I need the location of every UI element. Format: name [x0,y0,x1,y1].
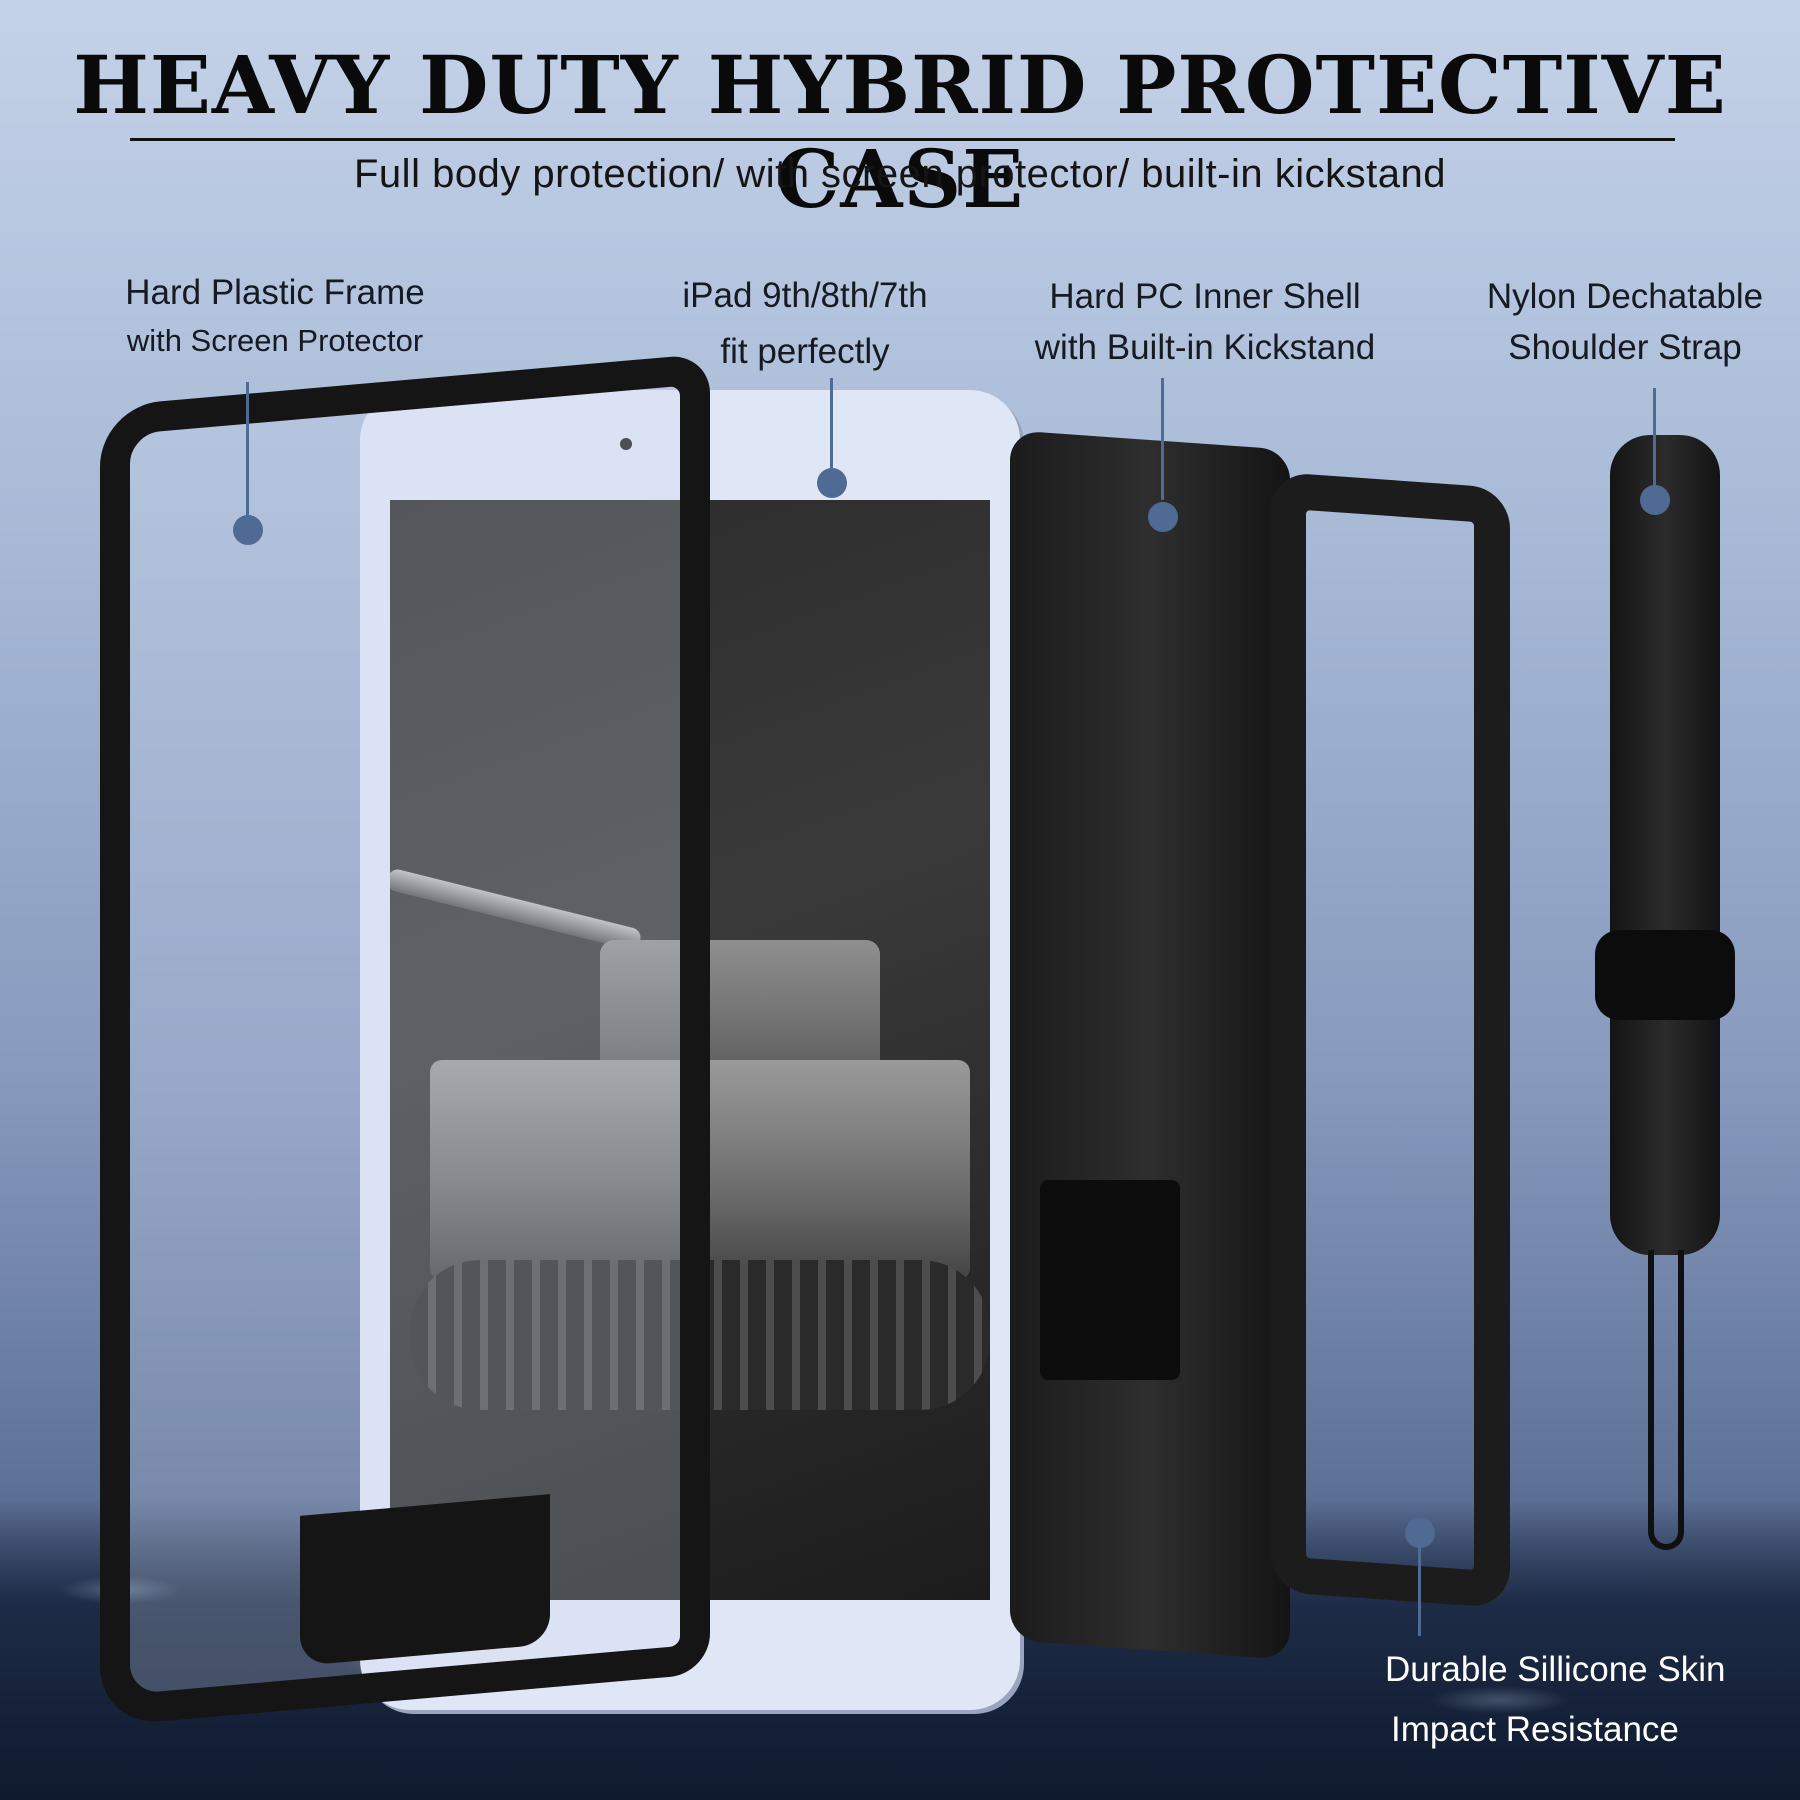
callout-skin-leader [1418,1546,1421,1636]
callout-strap-marker [1640,485,1670,515]
callout-shell: Hard PC Inner Shell with Built-in Kickst… [1020,272,1390,374]
callout-shell-line2: with Built-in Kickstand [1034,327,1376,367]
callout-strap: Nylon Dechatable Shoulder Strap [1465,272,1785,374]
callout-skin-marker [1405,1518,1435,1548]
callout-shell-line1: Hard PC Inner Shell [1049,277,1361,316]
kickstand [1040,1180,1180,1380]
silicone-skin [1270,471,1510,1609]
callout-ipad-leader [830,378,833,473]
callout-skin: Durable Sillicone Skin Impact Resistance [1385,1640,1775,1760]
inner-shell [1010,430,1290,1660]
callout-ipad-marker [817,468,847,498]
callout-frame-line1: Hard Plastic Frame [125,273,425,312]
tank-turret [600,940,880,1080]
title-underline [130,138,1675,141]
callout-ipad-line2: fit perfectly [720,332,890,371]
strap-buckle [1595,930,1735,1020]
page-subtitle: Full body protection/ with screen protec… [354,152,1446,196]
callout-frame: Hard Plastic Frame with Screen Protector [95,268,455,364]
callout-ipad: iPad 9th/8th/7th fit perfectly [640,268,970,380]
frame-bottom-notch [300,1494,550,1666]
callout-strap-leader [1653,388,1656,493]
callout-frame-leader [246,382,249,527]
callout-shell-marker [1148,502,1178,532]
callout-strap-line1: Nylon Dechatable [1486,277,1764,316]
callout-skin-line1: Durable Sillicone Skin [1385,1650,1726,1689]
ipad-device [360,390,1020,1710]
camera-icon [620,438,632,450]
shoulder-strap [1610,435,1720,1255]
tank-tracks [410,1260,990,1410]
tank-body [430,1060,970,1280]
ipad-screen [390,500,990,1600]
strap-loop [1648,1250,1684,1550]
callout-shell-leader [1161,378,1164,500]
callout-skin-line2: Impact Resistance [1391,1710,1679,1750]
callout-frame-marker [233,515,263,545]
callout-ipad-line1: iPad 9th/8th/7th [682,276,928,315]
callout-frame-line2: with Screen Protector [126,322,424,358]
callout-strap-line2: Shoulder Strap [1508,327,1742,367]
page-title: HEAVY DUTY HYBRID PROTECTIVE CASE [73,38,1727,226]
